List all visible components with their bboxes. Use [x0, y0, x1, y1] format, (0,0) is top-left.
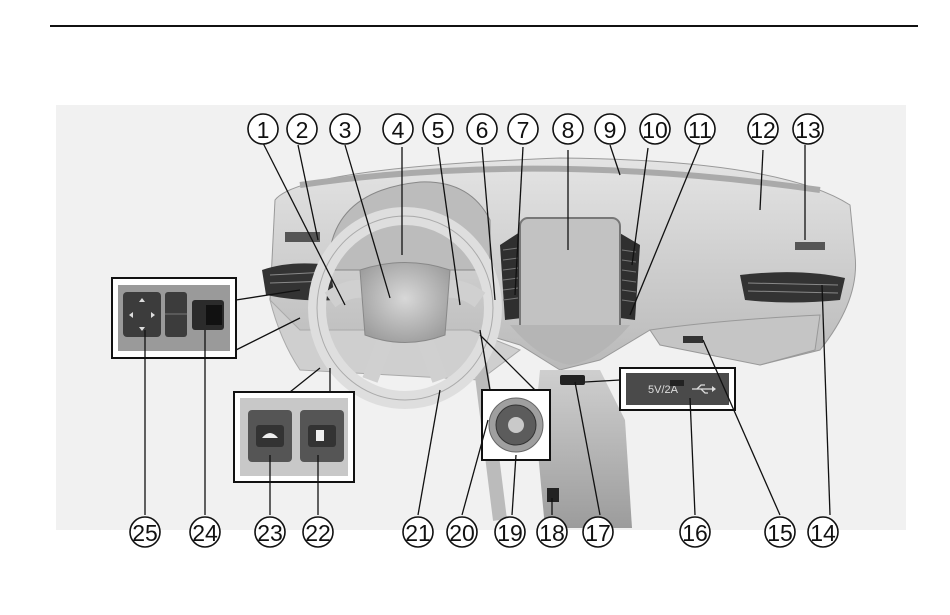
callout-4: 4 [383, 114, 413, 144]
svg-text:13: 13 [795, 117, 821, 143]
svg-text:5: 5 [432, 117, 445, 143]
callout-25: 25 [130, 517, 160, 547]
svg-text:24: 24 [192, 520, 218, 546]
callout-3: 3 [330, 114, 360, 144]
callout-8: 8 [553, 114, 583, 144]
callout-9: 9 [595, 114, 625, 144]
callout-12: 12 [748, 114, 778, 144]
svg-text:9: 9 [604, 117, 617, 143]
svg-text:4: 4 [392, 117, 405, 143]
callout-20: 20 [447, 517, 477, 547]
callout-15: 15 [765, 517, 795, 547]
callout-18: 18 [537, 517, 567, 547]
callout-11: 11 [685, 114, 715, 144]
svg-text:18: 18 [539, 520, 565, 546]
console-switch [547, 488, 559, 502]
fuel-door-icon [316, 430, 324, 441]
right-defrost-vent [795, 242, 825, 250]
svg-text:21: 21 [405, 520, 431, 546]
svg-text:23: 23 [257, 520, 283, 546]
callout-19: 19 [495, 517, 525, 547]
svg-text:1: 1 [257, 117, 270, 143]
svg-text:12: 12 [750, 117, 776, 143]
svg-text:11: 11 [688, 117, 712, 143]
callout-14: 14 [808, 517, 838, 547]
svg-text:25: 25 [132, 520, 158, 546]
inset-start-button [482, 390, 550, 460]
svg-text:19: 19 [497, 520, 523, 546]
left-defrost-vent [285, 232, 320, 242]
right-side-vent [740, 272, 845, 302]
svg-text:2: 2 [296, 117, 309, 143]
infotainment-screen [520, 218, 620, 333]
callout-16: 16 [680, 517, 710, 547]
callout-2: 2 [287, 114, 317, 144]
svg-text:7: 7 [517, 117, 530, 143]
glovebox-handle [683, 336, 703, 343]
svg-text:15: 15 [767, 520, 793, 546]
callout-6: 6 [467, 114, 497, 144]
svg-text:10: 10 [642, 117, 668, 143]
svg-text:20: 20 [449, 520, 475, 546]
callout-17: 17 [583, 517, 613, 547]
console-usb-slot [560, 375, 585, 385]
callout-24: 24 [190, 517, 220, 547]
callout-23: 23 [255, 517, 285, 547]
svg-text:8: 8 [562, 117, 575, 143]
callout-1: 1 [248, 114, 278, 144]
callout-10: 10 [640, 114, 670, 144]
svg-text:14: 14 [810, 520, 836, 546]
inset-release-buttons [234, 392, 354, 482]
callout-13: 13 [793, 114, 823, 144]
svg-text:22: 22 [305, 520, 331, 546]
callout-21: 21 [403, 517, 433, 547]
callout-5: 5 [423, 114, 453, 144]
svg-text:17: 17 [585, 520, 611, 546]
callout-22: 22 [303, 517, 333, 547]
inset-mirror-controls [112, 278, 236, 358]
svg-text:6: 6 [476, 117, 489, 143]
callout-7: 7 [508, 114, 538, 144]
svg-text:3: 3 [339, 117, 352, 143]
svg-text:16: 16 [682, 520, 708, 546]
